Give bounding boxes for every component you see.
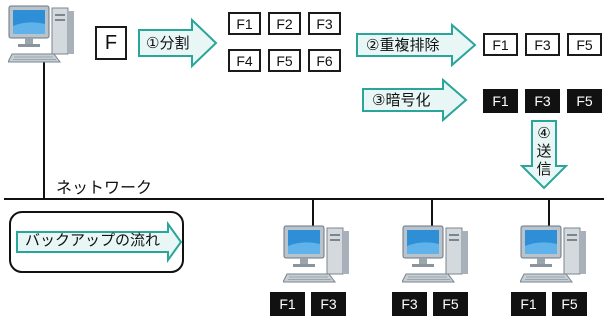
destination-file-box: F3 — [392, 292, 427, 316]
dedup-file-box: F3 — [525, 33, 560, 56]
encrypted-file-box: F5 — [567, 89, 602, 113]
legend-label: バックアップの流れ — [25, 231, 161, 249]
split-file-box: F2 — [268, 12, 301, 35]
dedup-file-box: F5 — [567, 33, 602, 56]
split-file-box: F3 — [308, 12, 341, 35]
destination-file-box: F3 — [311, 292, 346, 316]
encrypted-file-box: F3 — [525, 89, 560, 113]
send-step-char: ④ — [537, 124, 551, 142]
dedup-file-box: F1 — [483, 33, 518, 56]
encrypt-step-label: ③暗号化 — [372, 91, 431, 109]
legend-arrow — [16, 220, 183, 264]
destination-file-box: F5 — [433, 292, 468, 316]
destination-file-box: F1 — [270, 292, 305, 316]
dedup-step-label: ②重複排除 — [366, 36, 440, 54]
split-arrow — [138, 17, 218, 69]
split-file-box: F5 — [268, 49, 301, 72]
send-step-char: 信 — [536, 160, 552, 178]
network-label: ネットワーク — [56, 178, 153, 197]
send-step-char: 送 — [536, 142, 552, 160]
split-file-box: F1 — [228, 12, 261, 35]
split-step-label: ①分割 — [146, 34, 190, 52]
destination-file-box: F1 — [511, 292, 546, 316]
split-file-box: F4 — [228, 49, 261, 72]
encrypt-arrow — [362, 77, 468, 123]
source-file-box: F — [95, 26, 127, 60]
send-arrow — [519, 120, 569, 190]
dedup-arrow — [356, 22, 477, 68]
split-file-box: F6 — [308, 49, 341, 72]
destination-file-box: F5 — [552, 292, 587, 316]
encrypted-file-box: F1 — [483, 89, 518, 113]
send-step-label: ④ 送 信 — [534, 124, 554, 178]
